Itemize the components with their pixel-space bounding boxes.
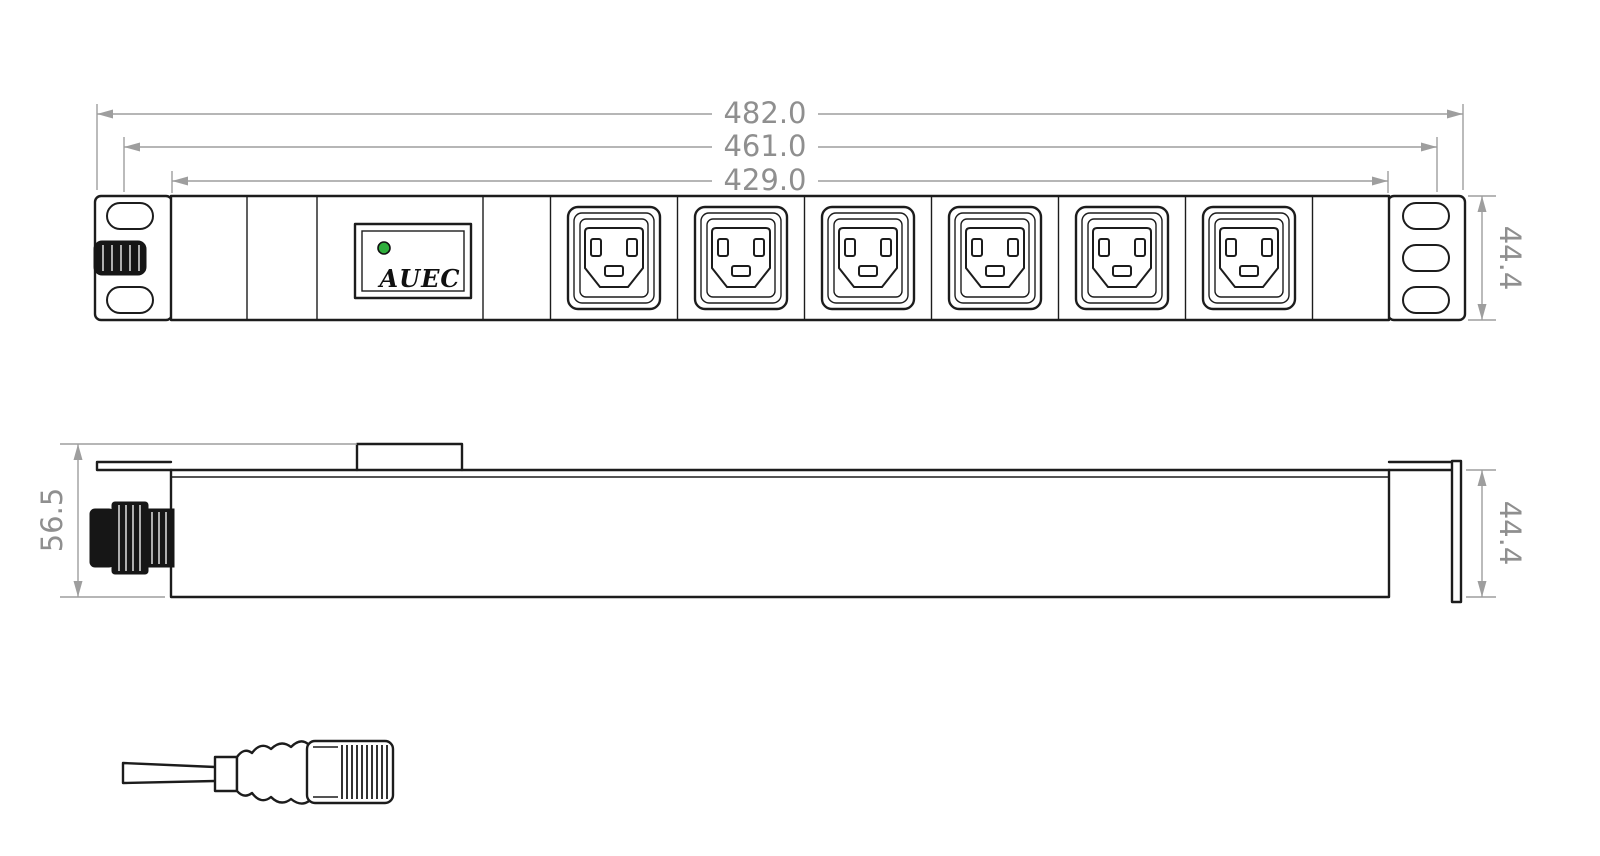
arrowhead bbox=[1477, 304, 1487, 320]
iec-c13-outlet bbox=[1201, 205, 1297, 311]
dim-body-width: 429.0 bbox=[723, 163, 806, 197]
arrowhead bbox=[73, 581, 83, 597]
iec-c13-outlet bbox=[820, 205, 916, 311]
brand-plate-inner bbox=[361, 230, 465, 292]
cord-strain-relief bbox=[235, 740, 311, 805]
right-ear-lip-side bbox=[1387, 460, 1454, 472]
dim-side-bracket-height: 44.4 bbox=[1493, 501, 1527, 566]
dim-front-height: 44.4 bbox=[1493, 226, 1527, 291]
gland-nut bbox=[145, 508, 175, 568]
left-ear-slot-top bbox=[106, 202, 154, 230]
left-ear-flange-side bbox=[95, 460, 173, 472]
arrowhead bbox=[73, 444, 83, 460]
gland-knurl bbox=[111, 501, 149, 575]
plug-body bbox=[305, 739, 395, 805]
side-dimensions: 56.5 44.4 bbox=[35, 443, 1527, 598]
extension-lines-mounting-pitch bbox=[123, 137, 1438, 192]
dim-side-overall-height: 56.5 bbox=[35, 488, 69, 553]
cable-gland-front bbox=[93, 240, 147, 276]
right-ear-plate-side bbox=[1450, 459, 1463, 604]
arrowhead bbox=[1447, 109, 1463, 119]
extension-lines-body-width bbox=[171, 171, 1389, 193]
cord-collar bbox=[213, 755, 239, 793]
arrowhead bbox=[1477, 196, 1487, 212]
arrowhead bbox=[124, 142, 140, 152]
extension-lines-side-bracket-height bbox=[1466, 469, 1496, 598]
gland-cap bbox=[89, 508, 115, 568]
gland-ridges bbox=[118, 505, 167, 571]
brand-label: AUEC bbox=[378, 264, 461, 293]
arrowhead bbox=[1421, 142, 1437, 152]
front-view: AUEC bbox=[93, 194, 1467, 322]
brand-plate: AUEC bbox=[353, 222, 473, 300]
left-ear-slot-bottom bbox=[106, 286, 154, 314]
module-divider-lines bbox=[246, 197, 1314, 319]
plug-body-detail bbox=[313, 746, 338, 798]
arrowhead bbox=[97, 109, 113, 119]
dim-overall-width: 482.0 bbox=[723, 96, 806, 130]
cord-cable bbox=[121, 761, 217, 785]
iec-c13-outlet bbox=[566, 205, 662, 311]
front-dimensions: 482.0 461.0 429.0 44.4 bbox=[96, 96, 1527, 321]
arrowhead bbox=[1477, 581, 1487, 597]
right-ear-slot-middle bbox=[1402, 244, 1450, 272]
arrowhead bbox=[1477, 470, 1487, 486]
top-protrusion bbox=[355, 442, 464, 472]
cable-gland-side bbox=[89, 501, 175, 575]
arrowhead bbox=[1372, 176, 1388, 186]
cable-gland-front-ridges bbox=[102, 245, 140, 271]
power-cord-plug bbox=[121, 739, 395, 805]
iec-c13-outlet bbox=[1074, 205, 1170, 311]
plug-grip-ribs bbox=[341, 745, 388, 799]
iec-c13-outlet bbox=[947, 205, 1043, 311]
side-body bbox=[169, 468, 1391, 599]
power-led-indicator bbox=[377, 241, 391, 255]
right-ear-slot-top bbox=[1402, 202, 1450, 230]
arrowhead bbox=[172, 176, 188, 186]
iec-c13-outlet bbox=[693, 205, 789, 311]
right-ear-slot-bottom bbox=[1402, 286, 1450, 314]
side-view bbox=[89, 442, 1463, 604]
extension-lines-overall-width bbox=[96, 104, 1464, 190]
dim-mounting-pitch: 461.0 bbox=[723, 129, 806, 163]
